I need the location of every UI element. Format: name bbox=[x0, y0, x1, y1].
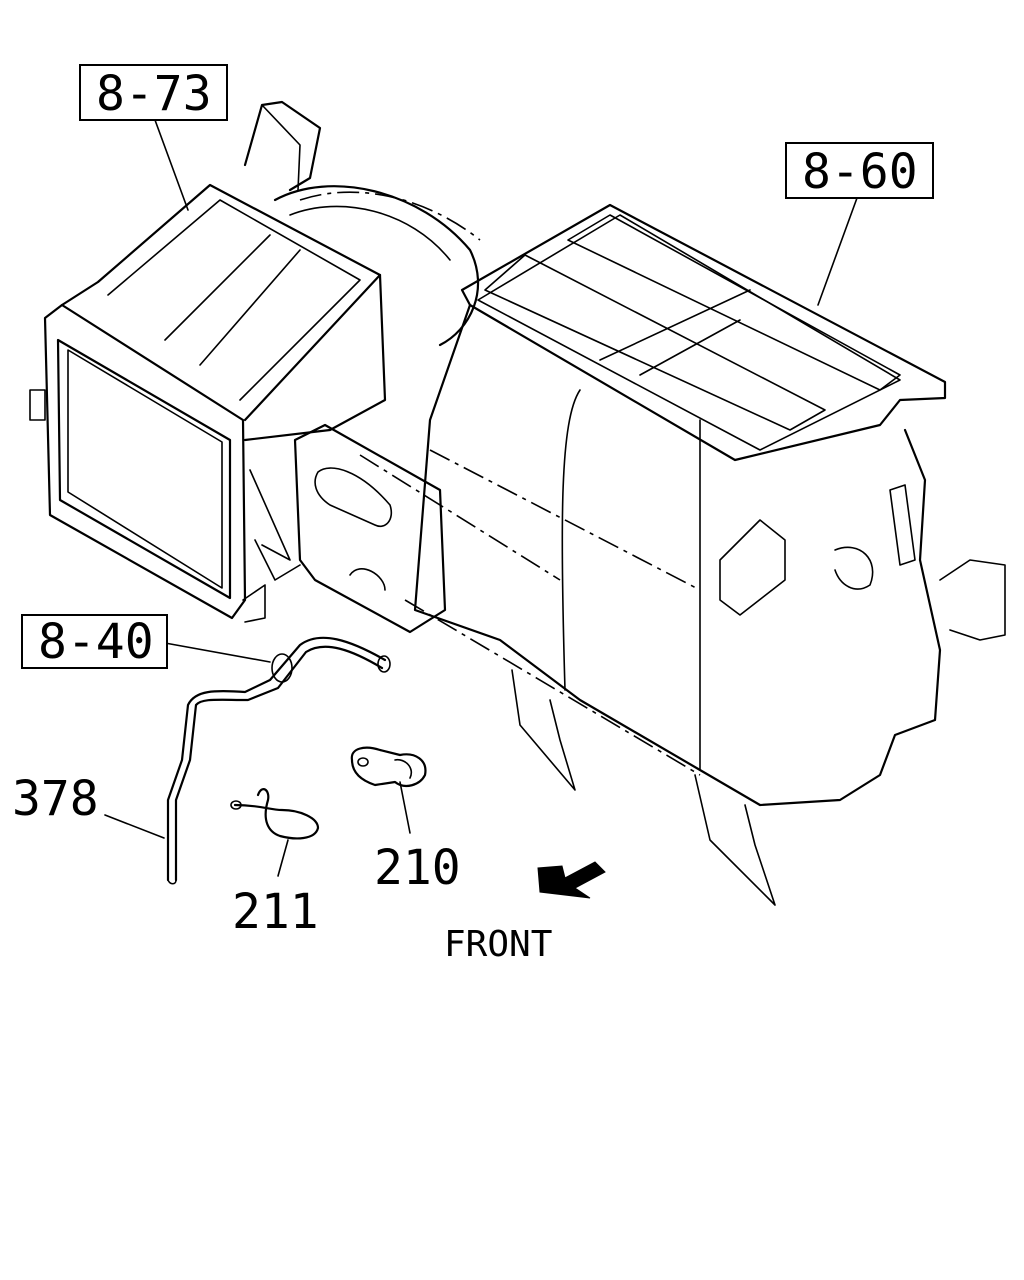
ref-label-8-73: 8-73 bbox=[96, 66, 212, 122]
part-label-378: 378 bbox=[12, 771, 99, 827]
ref-label-8-60: 8-60 bbox=[802, 144, 918, 200]
drain-hose bbox=[166, 636, 391, 885]
ref-label-8-40: 8-40 bbox=[38, 614, 154, 670]
front-arrow-icon bbox=[537, 861, 606, 899]
clip-211 bbox=[230, 788, 320, 840]
clip-210 bbox=[350, 746, 427, 788]
ref-box-8-73 bbox=[79, 64, 228, 121]
ref-box-8-60 bbox=[785, 142, 934, 199]
ref-box-8-40 bbox=[21, 614, 168, 669]
blower-unit bbox=[29, 100, 481, 623]
part-label-211: 211 bbox=[232, 884, 319, 940]
part-label-210: 210 bbox=[374, 840, 461, 896]
front-label: FRONT bbox=[444, 924, 552, 965]
leader-lines bbox=[104, 119, 858, 877]
heater-unit bbox=[293, 203, 1006, 906]
